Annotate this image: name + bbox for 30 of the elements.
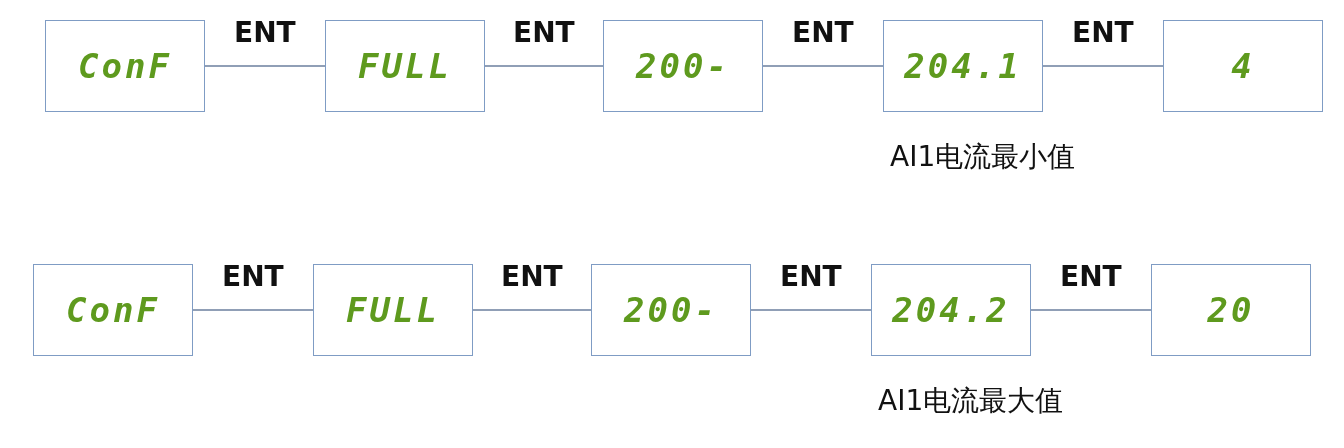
display-reading: 204.1 [904, 46, 1022, 86]
connector-line [484, 65, 604, 67]
display-reading: 200- [636, 46, 730, 86]
display-reading: FULL [346, 290, 440, 330]
display-box [591, 264, 751, 356]
display-box [871, 264, 1031, 356]
display-reading: ConF [66, 290, 160, 330]
display-box [45, 20, 205, 112]
connector-line [1042, 65, 1164, 67]
caption-text: AI1电流最小值 [890, 139, 1076, 175]
connector-line [192, 309, 314, 311]
display-box [883, 20, 1043, 112]
connector-line [1030, 309, 1152, 311]
display-box [325, 20, 485, 112]
connector-line [750, 309, 872, 311]
display-reading: 4 [1231, 46, 1255, 86]
connector-line [472, 309, 592, 311]
display-reading: ConF [78, 46, 172, 86]
display-box [603, 20, 763, 112]
caption-text: AI1电流最大值 [878, 383, 1064, 419]
connector-line [762, 65, 884, 67]
display-reading: 204.2 [892, 290, 1010, 330]
connector-line [204, 65, 326, 67]
display-box [313, 264, 473, 356]
display-box [1163, 20, 1323, 112]
display-box [33, 264, 193, 356]
display-reading: 200- [624, 290, 718, 330]
display-reading: FULL [358, 46, 452, 86]
display-box [1151, 264, 1311, 356]
display-reading: 20 [1207, 290, 1255, 330]
